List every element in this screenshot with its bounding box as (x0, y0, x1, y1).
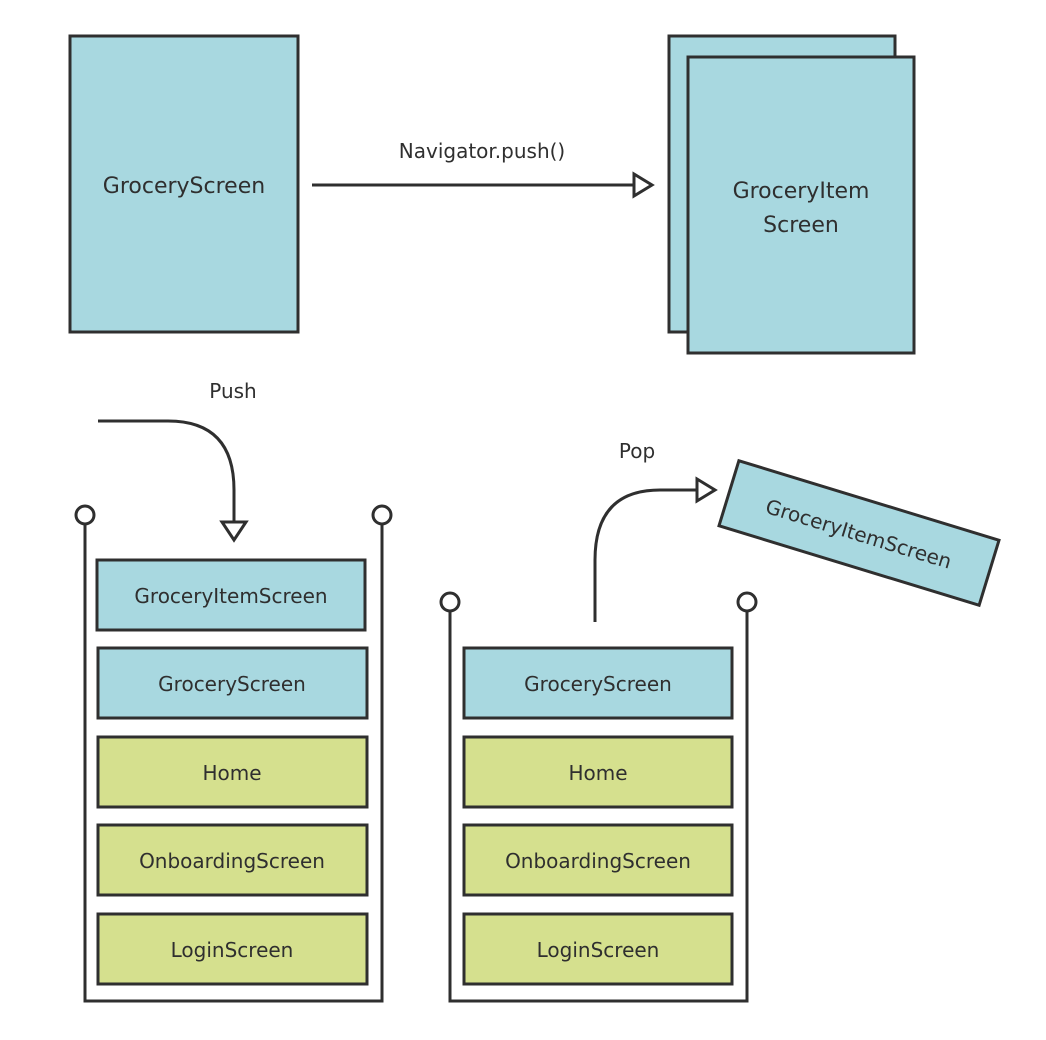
grocery-item-screen-label-line1: GroceryItem (733, 179, 870, 204)
pop-stack-item-onboarding-screen (462, 823, 734, 897)
popped-grocery-item-screen (717, 458, 1001, 608)
pop-stack-item-label: Home (568, 761, 627, 785)
popped-card: GroceryItemScreen (717, 458, 1001, 608)
push-stack-item-label: Home (202, 761, 261, 785)
pop-stack-item-home (462, 735, 734, 809)
pop-stack-left-ring (439, 591, 461, 613)
grocery-screen-label: GroceryScreen (103, 174, 265, 199)
push-stack-container (83, 524, 384, 1003)
pop-arrowhead (695, 476, 718, 504)
push-stack-left-ring (74, 504, 96, 526)
push-stack-item-label: OnboardingScreen (139, 849, 325, 873)
pop-arrow-line (593, 488, 698, 622)
push-stack-item-label: LoginScreen (171, 938, 294, 962)
navigator-push-label: Navigator.push() (399, 139, 565, 163)
pop-stack-item-grocery-screen (462, 646, 734, 720)
pop-stack-item-label: LoginScreen (537, 938, 660, 962)
pop-stack-container (448, 612, 749, 1003)
pop-stack-item-login-screen (462, 912, 734, 986)
push-arrowhead (219, 520, 249, 543)
push-stack-item-label: GroceryItemScreen (134, 584, 327, 608)
pop-label: Pop (619, 439, 655, 463)
push-arrow-line (98, 419, 236, 522)
push-stack-item-login-screen (96, 912, 369, 986)
push-label: Push (209, 379, 256, 403)
pop-stack-item-label: OnboardingScreen (505, 849, 691, 873)
pop-stack-item-label: GroceryScreen (524, 672, 672, 696)
push-stack-item-onboarding-screen (96, 823, 369, 897)
push-stack-right-ring (371, 504, 393, 526)
pop-stack-right-ring (736, 591, 758, 613)
grocery-screen-box (68, 34, 300, 334)
push-stack-item-label: GroceryScreen (158, 672, 306, 696)
push-stack-item-home (96, 735, 369, 809)
grocery-item-screen-front-card (686, 55, 916, 355)
grocery-item-screen-label-line2: Screen (763, 213, 839, 238)
push-stack-item-grocery-item-screen (95, 558, 367, 632)
navigator-push-arrowhead (632, 171, 655, 199)
push-stack-item-grocery-screen (96, 646, 369, 720)
